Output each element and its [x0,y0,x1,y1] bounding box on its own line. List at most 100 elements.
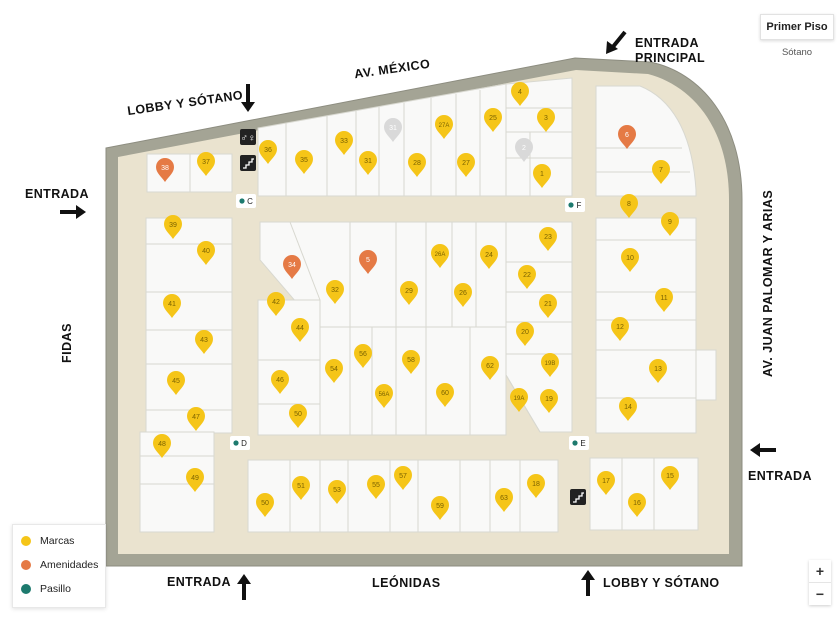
store-pin-20[interactable]: 20 [516,322,534,346]
store-pin-7[interactable]: 7 [652,160,670,184]
store-pin-2[interactable]: 2 [515,138,533,162]
store-pin-12[interactable]: 12 [611,317,629,341]
store-pin-19a[interactable]: 19A [510,388,528,412]
restroom-icon[interactable]: ♂♀ [240,129,256,145]
store-pin-42[interactable]: 42 [267,292,285,316]
store-pin-31[interactable]: 31 [384,118,402,142]
store-pin-24[interactable]: 24 [480,245,498,269]
pin-marker-icon [283,255,301,279]
store-pin-49[interactable]: 49 [186,468,204,492]
legend-item-amenidades[interactable]: Amenidades [21,559,98,571]
store-pin-29[interactable]: 29 [400,281,418,305]
store-pin-35[interactable]: 35 [295,150,313,174]
store-pin-18[interactable]: 18 [527,474,545,498]
store-pin-28[interactable]: 28 [408,153,426,177]
store-pin-13[interactable]: 13 [649,359,667,383]
store-pin-60[interactable]: 60 [436,383,454,407]
floor-primer-piso-button[interactable]: Primer Piso [760,14,834,40]
store-pin-57[interactable]: 57 [394,466,412,490]
store-pin-3[interactable]: 3 [537,108,555,132]
pin-label: 4 [518,89,522,96]
store-pin-63[interactable]: 63 [495,488,513,512]
arrow-entrada-oeste-icon [60,205,86,219]
pasillo-tag [565,198,585,212]
store-pin-47[interactable]: 47 [187,407,205,431]
store-pin-48[interactable]: 48 [153,434,171,458]
store-pin-44[interactable]: 44 [291,318,309,342]
store-pin-17[interactable]: 17 [597,471,615,495]
store-pin-46[interactable]: 46 [271,370,289,394]
store-pin-27[interactable]: 27 [457,153,475,177]
pasillo-d[interactable]: D [230,436,250,450]
pin-label: 45 [172,378,180,385]
pin-label: 22 [523,272,531,279]
store-pin-56a[interactable]: 56A [375,384,393,408]
store-pin-32[interactable]: 32 [326,280,344,304]
store-pin-55[interactable]: 55 [367,475,385,499]
zoom-out-button[interactable]: − [809,582,831,605]
store-pin-27a[interactable]: 27A [435,115,453,139]
store-pin-33[interactable]: 33 [335,131,353,155]
pin-marker-icon [510,388,528,412]
pin-label: 34 [288,262,296,269]
store-pin-39[interactable]: 39 [164,215,182,239]
store-pin-26a[interactable]: 26A [431,244,449,268]
store-pin-21[interactable]: 21 [539,294,557,318]
store-pin-25[interactable]: 25 [484,108,502,132]
store-pin-54[interactable]: 54 [325,359,343,383]
store-pin-15[interactable]: 15 [661,466,679,490]
pin-label: 26 [459,290,467,297]
store-pin-31[interactable]: 31 [359,151,377,175]
store-pin-36[interactable]: 36 [259,140,277,164]
store-pin-19b[interactable]: 19B [541,353,559,377]
store-pin-22[interactable]: 22 [518,265,536,289]
store-pin-56[interactable]: 56 [354,344,372,368]
store-pin-59[interactable]: 59 [431,496,449,520]
pasillo-e[interactable]: E [569,436,589,450]
zoom-in-button[interactable]: + [815,563,825,579]
store-pin-50[interactable]: 50 [256,493,274,517]
floor-sotano-button[interactable]: Sótano [781,47,813,58]
store-pin-9[interactable]: 9 [661,212,679,236]
store-pin-10[interactable]: 10 [621,248,639,272]
pin-label: 36 [264,147,272,154]
store-pin-5[interactable]: 5 [359,250,377,274]
store-pin-37[interactable]: 37 [197,152,215,176]
pin-label: 53 [333,487,341,494]
store-pin-11[interactable]: 11 [655,288,673,312]
legend-item-pasillo[interactable]: Pasillo [21,583,71,595]
store-pin-53[interactable]: 53 [328,480,346,504]
pin-label: 62 [486,363,494,370]
store-pin-62[interactable]: 62 [481,356,499,380]
store-pin-51[interactable]: 51 [292,476,310,500]
stairs-icon[interactable] [570,489,586,505]
pasillo-c[interactable]: C [236,194,256,208]
store-pin-38[interactable]: 38 [156,158,174,182]
pin-marker-icon [295,150,313,174]
legend-item-marcas[interactable]: Marcas [21,535,74,547]
store-pin-41[interactable]: 41 [163,294,181,318]
store-pin-19[interactable]: 19 [540,389,558,413]
store-pin-45[interactable]: 45 [167,371,185,395]
pin-label: 31 [364,158,372,165]
store-pin-40[interactable]: 40 [197,241,215,265]
store-pin-14[interactable]: 14 [619,397,637,421]
stairs-icon[interactable] [240,155,256,171]
store-pin-1[interactable]: 1 [533,164,551,188]
store-pin-6[interactable]: 6 [618,125,636,149]
store-pin-34[interactable]: 34 [283,255,301,279]
store-pin-58[interactable]: 58 [402,350,420,374]
store-pin-50[interactable]: 50 [289,404,307,428]
store-pin-8[interactable]: 8 [620,194,638,218]
pin-marker-icon [335,131,353,155]
street-label-east: AV. JUAN PALOMAR Y ARIAS [761,189,775,377]
store-pin-4[interactable]: 4 [511,82,529,106]
zoom-controls: + − [809,560,831,605]
store-pin-23[interactable]: 23 [539,227,557,251]
store-pin-43[interactable]: 43 [195,330,213,354]
store-pin-16[interactable]: 16 [628,493,646,517]
pasillo-f[interactable]: F [565,198,585,212]
pin-label: 47 [192,414,200,421]
store-pin-26[interactable]: 26 [454,283,472,307]
